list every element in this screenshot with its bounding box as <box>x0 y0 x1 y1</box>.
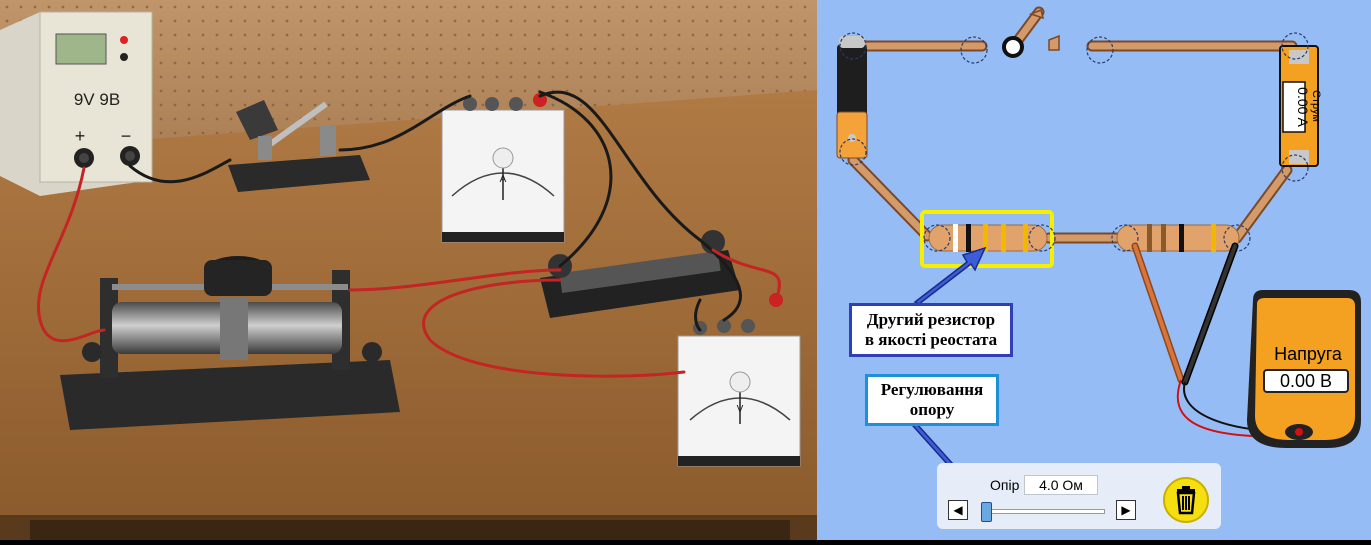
callout-arrow-resistor <box>913 246 987 305</box>
resistor[interactable] <box>1116 224 1240 252</box>
probe-icon[interactable] <box>1131 242 1300 438</box>
resistance-value-field[interactable]: 4.0 Ом <box>1024 475 1098 495</box>
callout-rheostat: Другий резистор в якості реостата <box>849 303 1013 357</box>
ammeter-letter: A <box>500 174 507 185</box>
voltmeter-title: Напруга <box>1274 344 1342 364</box>
lab-photo-drawing: 9V 9В + − A <box>0 0 817 540</box>
wires <box>849 42 1296 242</box>
resistance-label: Опір <box>990 477 1020 493</box>
photo-wires <box>37 90 781 378</box>
callout-resistance-adjust: Регулювання опору <box>865 374 999 426</box>
ammeter[interactable]: 0.00 A Струм <box>1279 45 1322 167</box>
junctions <box>839 32 1309 252</box>
resistance-slider-thumb[interactable] <box>981 502 992 522</box>
battery-icon[interactable] <box>836 36 868 159</box>
circuit-simulator: 0.00 A Струм <box>817 0 1371 540</box>
rheostat-highlight <box>920 210 1054 268</box>
resistance-control-panel: Опір 4.0 Ом ◀ ▶ <box>937 463 1221 529</box>
switch-icon[interactable] <box>1002 6 1060 58</box>
knife-switch <box>228 100 370 192</box>
ammeter-label: Струм <box>1310 90 1322 122</box>
voltmeter-letter: V <box>737 404 744 415</box>
increase-button[interactable]: ▶ <box>1116 500 1136 520</box>
lab-photo: 9V 9В + − A <box>0 0 817 540</box>
power-supply-label: 9V 9В <box>74 90 120 109</box>
decrease-button[interactable]: ◀ <box>948 500 968 520</box>
trash-icon <box>1176 486 1196 515</box>
callout-adjust-line2: опору <box>909 400 955 419</box>
wire-outlines <box>847 40 1298 244</box>
ammeter-value: 0.00 A <box>1295 87 1311 127</box>
minus-label: − <box>121 126 132 146</box>
plus-label: + <box>75 126 86 146</box>
callout-rheostat-line2: в якості реостата <box>864 330 998 349</box>
voltmeter-value: 0.00 В <box>1263 369 1349 393</box>
rheostat-resistor[interactable] <box>928 224 1048 252</box>
callout-rheostat-line1: Другий резистор <box>866 310 996 329</box>
power-supply: 9V 9В + − <box>0 11 153 196</box>
delete-button[interactable] <box>1163 477 1209 523</box>
callout-adjust-line1: Регулювання <box>880 380 984 399</box>
ammeter-photo: A <box>441 93 565 243</box>
resistance-slider[interactable] <box>985 509 1105 514</box>
circuit-canvas: 0.00 A Струм <box>836 6 1361 504</box>
rheostat-photo <box>60 256 400 430</box>
